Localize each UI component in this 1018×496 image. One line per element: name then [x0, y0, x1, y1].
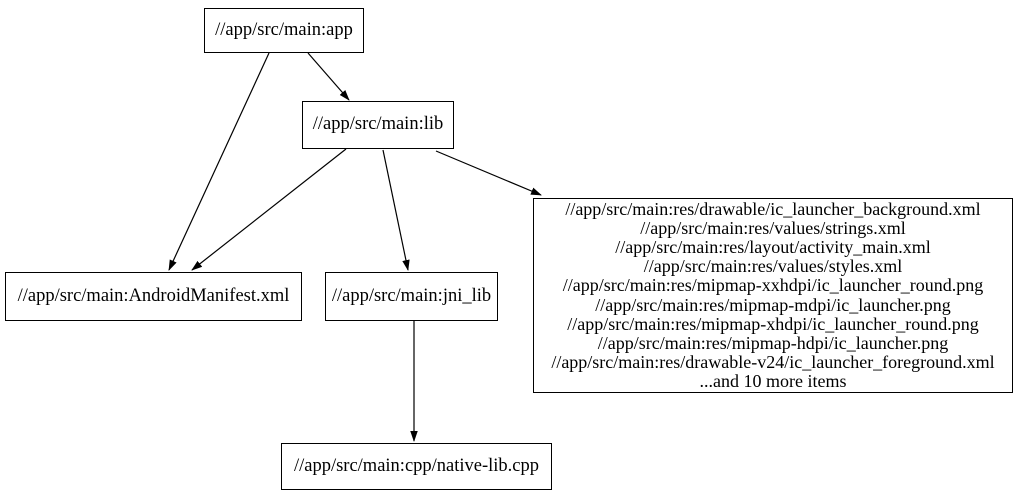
res-file-label: //app/src/main:res/values/styles.xml — [643, 256, 903, 277]
res-file-label: //app/src/main:res/layout/activity_main.… — [615, 237, 931, 258]
res-file-label: //app/src/main:res/mipmap-xxhdpi/ic_laun… — [562, 275, 984, 296]
res-file-label: //app/src/main:res/drawable/ic_launcher_… — [565, 199, 981, 220]
node-jni-lib-label: //app/src/main:jni_lib — [331, 285, 492, 306]
node-jni-lib: //app/src/main:jni_lib — [325, 272, 498, 321]
res-file-label: //app/src/main:res/mipmap-hdpi/ic_launch… — [597, 332, 949, 353]
res-more-items-label: ...and 10 more items — [699, 370, 847, 391]
res-file-label: //app/src/main:res/drawable-v24/ic_launc… — [551, 351, 995, 372]
node-app-label: //app/src/main:app — [215, 19, 353, 40]
node-native-lib-cpp: //app/src/main:cpp/native-lib.cpp — [281, 443, 552, 490]
edge-lib-to-android_manifest — [191, 148, 347, 271]
edge-app-to-android_manifest — [168, 52, 270, 271]
node-res-group: //app/src/main:res/drawable/ic_launcher_… — [533, 198, 1013, 393]
node-app: //app/src/main:app — [204, 8, 364, 53]
edge-app-to-lib — [307, 52, 350, 101]
res-file-label: //app/src/main:res/mipmap-mdpi/ic_launch… — [595, 294, 951, 315]
edge-lib-to-jni_lib — [382, 149, 410, 271]
node-native-lib-cpp-label: //app/src/main:cpp/native-lib.cpp — [293, 455, 540, 476]
node-lib-label: //app/src/main:lib — [312, 114, 444, 135]
node-android-manifest: //app/src/main:AndroidManifest.xml — [5, 272, 302, 321]
edge-lib-to-res_group — [435, 150, 542, 196]
node-lib: //app/src/main:lib — [302, 101, 454, 149]
res-file-label: //app/src/main:res/mipmap-xhdpi/ic_launc… — [567, 313, 979, 334]
node-android-manifest-label: //app/src/main:AndroidManifest.xml — [17, 285, 290, 306]
res-file-label: //app/src/main:res/values/strings.xml — [640, 218, 906, 239]
